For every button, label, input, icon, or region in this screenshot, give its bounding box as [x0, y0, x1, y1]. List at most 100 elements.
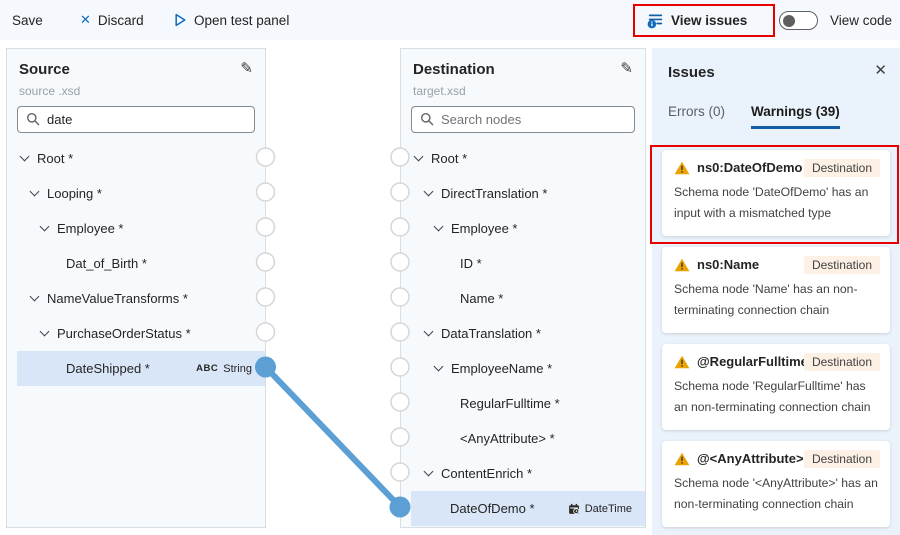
chevron-down-icon[interactable]	[433, 221, 444, 232]
tree-node-label: RegularFulltime *	[460, 396, 560, 411]
issues-panel: Issues ✕ Errors (0) Warnings (39) ns0:Da…	[652, 48, 900, 535]
scope-badge: Destination	[803, 159, 880, 177]
tree-node-label: <AnyAttribute> *	[460, 431, 555, 446]
warning-message: Schema node 'DateOfDemo' has an input wi…	[674, 185, 869, 220]
connection-line	[263, 364, 403, 510]
tree-node-label: Looping *	[47, 186, 102, 201]
edit-pencil-icon[interactable]: ✎	[620, 60, 633, 77]
tree-node-label: PurchaseOrderStatus *	[57, 326, 191, 341]
view-code-toggle[interactable]	[779, 11, 818, 30]
scope-badge: Destination	[803, 256, 880, 274]
save-label: Save	[12, 12, 43, 28]
tree-node-root[interactable]: Root *	[411, 141, 645, 176]
tree-node-label: ID *	[460, 256, 482, 271]
save-button[interactable]: Save	[12, 0, 43, 40]
chevron-down-icon[interactable]	[423, 186, 434, 197]
view-issues-button[interactable]: View issues	[647, 0, 747, 40]
play-icon	[175, 13, 186, 27]
search-icon	[27, 113, 40, 126]
chevron-down-icon[interactable]	[423, 326, 434, 337]
open-test-panel-button[interactable]: Open test panel	[174, 0, 289, 40]
tree-node-label: DataTranslation *	[441, 326, 541, 341]
tree-node-employeename[interactable]: EmployeeName *	[411, 351, 645, 386]
scope-badge: Destination	[803, 450, 880, 468]
discard-x-icon: ✕	[80, 12, 91, 27]
issues-list-icon	[647, 14, 663, 28]
destination-schema-filename: target.xsd	[413, 84, 466, 98]
chevron-down-icon[interactable]	[413, 151, 424, 162]
tree-node-label: Employee *	[451, 221, 518, 236]
warning-title: ns0:Name	[697, 257, 760, 272]
node-type-label: String	[223, 362, 252, 375]
warning-icon	[674, 161, 690, 174]
tree-node-name[interactable]: Name *	[411, 281, 645, 316]
tree-node-employee[interactable]: Employee *	[411, 211, 645, 246]
destination-search	[411, 106, 635, 133]
source-tree: Root * Looping * Employee * Dat_of_Birth * N…	[7, 141, 265, 386]
tree-node-employee[interactable]: Employee *	[17, 211, 265, 246]
view-code-label: View code	[830, 12, 893, 28]
chevron-down-icon[interactable]	[39, 326, 50, 337]
edit-pencil-icon[interactable]: ✎	[240, 60, 253, 77]
view-issues-label: View issues	[671, 12, 748, 28]
tree-node-anyattribute[interactable]: <AnyAttribute> *	[411, 421, 645, 456]
tree-node-label: DirectTranslation *	[441, 186, 548, 201]
chevron-down-icon[interactable]	[39, 221, 50, 232]
close-icon[interactable]: ✕	[874, 62, 887, 79]
tree-node-regularfulltime[interactable]: RegularFulltime *	[411, 386, 645, 421]
warning-icon	[674, 355, 690, 368]
source-panel-title: Source	[19, 61, 70, 78]
tree-node-dateofdemo[interactable]: DateOfDemo *DateTime	[411, 491, 645, 526]
warning-message: Schema node '<AnyAttribute>' has an non-…	[674, 476, 878, 511]
chevron-down-icon[interactable]	[423, 466, 434, 477]
tree-node-label: Dat_of_Birth *	[66, 256, 147, 271]
tree-node-datatranslation[interactable]: DataTranslation *	[411, 316, 645, 351]
tree-node-directtranslation[interactable]: DirectTranslation *	[411, 176, 645, 211]
datetime-icon	[568, 503, 579, 514]
tree-node-label: ContentEnrich *	[441, 466, 533, 481]
warning-icon	[674, 258, 690, 271]
tree-node-looping[interactable]: Looping *	[17, 176, 265, 211]
source-panel: Source ✎ source .xsd Root * Looping * Empl…	[6, 48, 266, 528]
tree-node-label: Root *	[37, 151, 74, 166]
chevron-down-icon[interactable]	[433, 361, 444, 372]
tree-node-label: Name *	[460, 291, 504, 306]
tree-node-root[interactable]: Root *	[17, 141, 265, 176]
tab-warnings[interactable]: Warnings (39)	[751, 104, 840, 129]
destination-panel-title: Destination	[413, 61, 495, 78]
chevron-down-icon[interactable]	[19, 151, 30, 162]
warning-message: Schema node 'Name' has an non-terminatin…	[674, 282, 858, 317]
warning-icon	[674, 452, 690, 465]
tree-node-label: DateShipped *	[66, 361, 150, 376]
source-schema-filename: source .xsd	[19, 84, 81, 98]
destination-search-input[interactable]	[411, 106, 635, 133]
tree-node-purchaseorderstatus[interactable]: PurchaseOrderStatus *	[17, 316, 265, 351]
tree-node-contentenrich[interactable]: ContentEnrich *	[411, 456, 645, 491]
chevron-down-icon[interactable]	[29, 291, 40, 302]
scope-badge: Destination	[803, 353, 880, 371]
search-icon	[421, 113, 434, 126]
open-test-panel-label: Open test panel	[194, 12, 290, 28]
tab-errors[interactable]: Errors (0)	[668, 104, 725, 119]
source-search	[17, 106, 255, 133]
tree-node-label: Employee *	[57, 221, 124, 236]
destination-tree: Root * DirectTranslation * Employee * ID * N…	[401, 141, 645, 526]
tree-node-namevaluetransforms[interactable]: NameValueTransforms *	[17, 281, 265, 316]
discard-button[interactable]: ✕ Discard	[80, 0, 144, 40]
tree-node-dat-of-birth[interactable]: Dat_of_Birth *	[17, 246, 265, 281]
toolbar: Save ✕ Discard Open test panel View issu…	[0, 0, 900, 40]
warning-title: @RegularFulltime	[697, 354, 808, 369]
warning-title: ns0:DateOfDemo	[697, 160, 803, 175]
issues-panel-title: Issues	[668, 64, 715, 81]
abc-icon: ABC	[196, 363, 219, 374]
node-type-badge: DateTime	[568, 503, 632, 515]
tree-node-id[interactable]: ID *	[411, 246, 645, 281]
source-search-input[interactable]	[17, 106, 255, 133]
chevron-down-icon[interactable]	[29, 186, 40, 197]
tree-node-dateshipped[interactable]: DateShipped * ABC String	[17, 351, 265, 386]
